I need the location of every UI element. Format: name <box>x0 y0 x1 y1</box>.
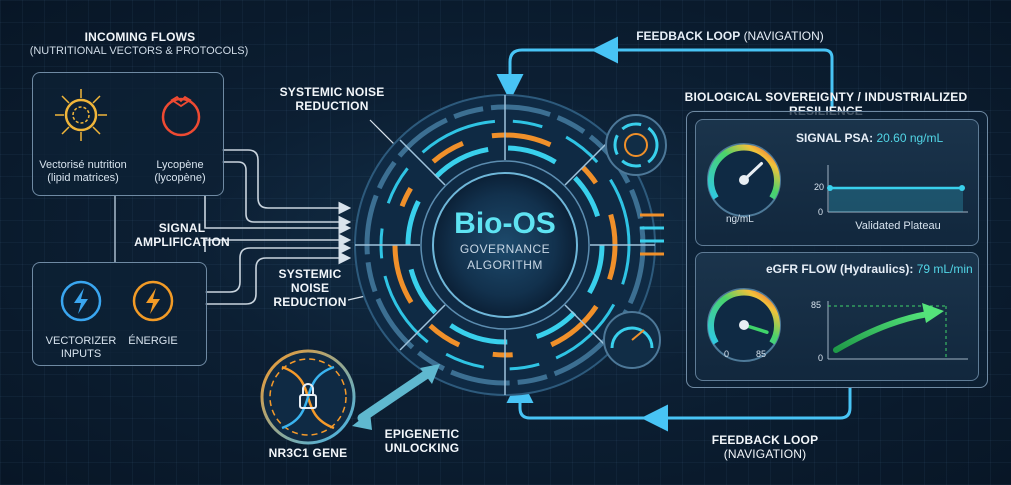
tomato-icon <box>161 95 201 137</box>
psa-tick-0: 0 <box>818 207 824 217</box>
lipid-label: Vectorisé nutrition(lipid matrices) <box>39 159 127 184</box>
core-subtitle-2: ALGORITHM <box>467 258 543 272</box>
epigenetic-arrow <box>352 364 440 430</box>
psa-plateau-area <box>829 188 963 212</box>
energy-icons <box>60 280 174 322</box>
incoming-flow-lines <box>114 149 352 305</box>
nr3c1-gene-emblem <box>260 349 356 445</box>
psa-tick-20: 20 <box>814 182 825 192</box>
feedback-loop-top-label: FEEDBACK LOOP (NAVIGATION) <box>636 29 824 43</box>
incoming-flows-subtitle: (NUTRITIONAL VECTORS & PROTOCOLS) <box>29 45 249 57</box>
egfr-visual <box>707 288 968 362</box>
lock-icon <box>299 394 317 409</box>
lycopene-label: Lycopène(lycopène) <box>154 159 206 184</box>
egfr-readout: eGFR FLOW (Hydraulics): 79 mL/min <box>766 262 973 276</box>
psa-gauge <box>707 143 781 217</box>
incoming-flows-title: INCOMING FLOWS <box>84 30 196 44</box>
psa-chart <box>827 165 968 213</box>
feedback-loop-bottom-label: FEEDBACK LOOP(NAVIGATION) <box>711 433 819 461</box>
egfr-chart <box>827 301 968 360</box>
core-title: Bio-OS <box>454 207 556 240</box>
lipid-matrix-icon <box>55 89 107 141</box>
mini-dial-bottom <box>603 311 661 369</box>
core-subtitle-1: GOVERNANCE <box>459 242 551 256</box>
egfr-tick-85: 85 <box>811 300 822 310</box>
psa-chart-caption: Validated Plateau <box>855 220 941 232</box>
psa-card: SIGNAL PSA: 20.60 ng/mL ng/mL 20 0 Valid… <box>695 119 979 246</box>
mini-dial-top <box>605 114 667 176</box>
egfr-gauge-max: 85 <box>756 349 767 359</box>
psa-readout: SIGNAL PSA: 20.60 ng/mL <box>796 131 944 145</box>
egfr-trend-arrow <box>833 311 931 353</box>
psa-gauge-unit: ng/mL <box>726 214 754 225</box>
energie-label: ÉNERGIE <box>128 335 178 347</box>
nutrition-input-panel: Vectorisé nutrition(lipid matrices) Lyco… <box>32 72 224 196</box>
energy-lightning-icon <box>132 280 174 322</box>
egfr-tick-0: 0 <box>818 353 824 363</box>
feedback-loop-bottom <box>506 376 852 432</box>
psa-visual <box>707 143 968 217</box>
lightning-icon <box>60 280 102 322</box>
nr3c1-gene-label: NR3C1 GENE <box>268 446 348 460</box>
egfr-card: eGFR FLOW (Hydraulics): 79 mL/min 0 85 8… <box>695 252 979 381</box>
egfr-gauge <box>707 288 781 362</box>
egfr-gauge-min: 0 <box>724 349 730 359</box>
bio-os-core-rings <box>354 94 664 396</box>
nutrition-icons <box>55 89 201 141</box>
metrics-panel: SIGNAL PSA: 20.60 ng/mL ng/mL 20 0 Valid… <box>686 111 988 388</box>
feedback-loop-top <box>496 36 834 108</box>
